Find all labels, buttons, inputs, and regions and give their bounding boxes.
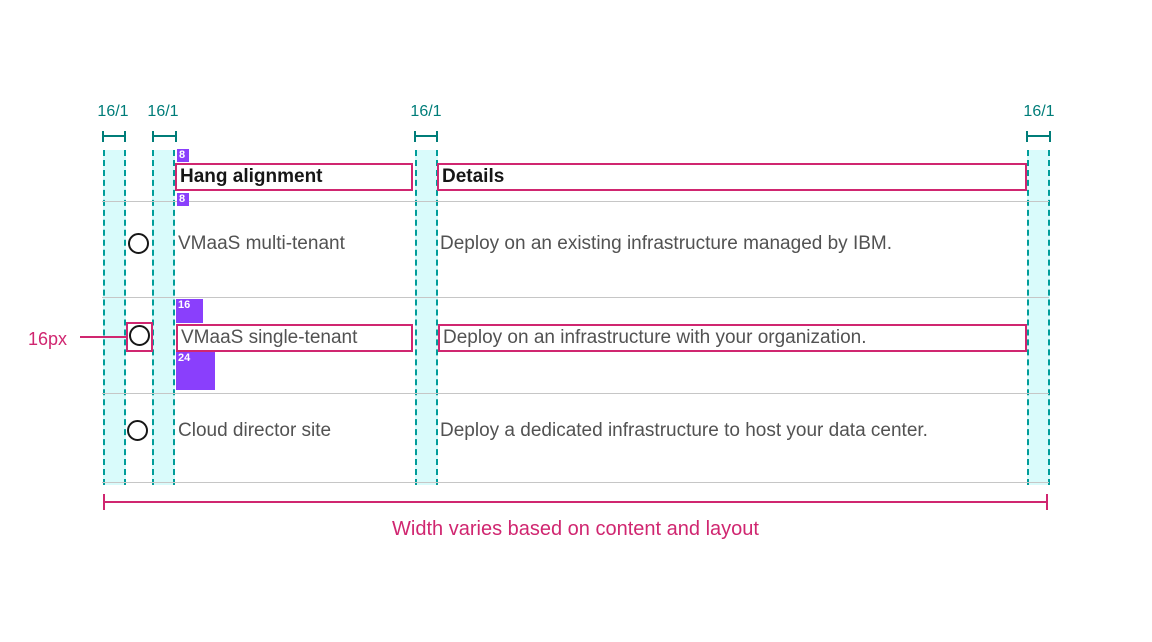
spacing-tag-8-bottom: 8 (177, 193, 189, 206)
radio-size-callout-line (80, 336, 126, 338)
radio-button-row-3[interactable] (127, 420, 148, 441)
header-highlight-box-details: Details (437, 163, 1027, 191)
row-divider-2 (102, 297, 1049, 298)
radio-size-label: 16px (28, 329, 68, 349)
width-bracket-icon-2 (152, 131, 177, 142)
gutter-width-label-1: 16/1 (97, 103, 129, 120)
width-measure-line (103, 501, 1048, 503)
row-detail: Deploy on an infrastructure with your or… (443, 327, 867, 348)
row-label: VMaaS single-tenant (181, 327, 358, 348)
grid-gutter-column-1 (103, 150, 126, 485)
spacing-tag-8-top: 8 (177, 149, 189, 162)
column-header-details: Details (442, 166, 505, 187)
row-label: Cloud director site (178, 420, 332, 441)
width-bracket-icon-3 (414, 131, 438, 142)
header-highlight-box-hang-alignment: Hang alignment (175, 163, 413, 191)
width-caption: Width varies based on content and layout (392, 518, 759, 540)
row-label: VMaaS multi-tenant (178, 233, 345, 254)
width-bracket-icon-1 (102, 131, 126, 142)
radio-button-row-1[interactable] (128, 233, 149, 254)
grid-gutter-column-2 (152, 150, 175, 485)
row-divider-1 (102, 201, 1049, 202)
row-detail: Deploy on an existing infrastructure man… (440, 233, 893, 254)
width-bracket-icon-4 (1026, 131, 1051, 142)
gutter-width-label-4: 16/1 (1023, 103, 1055, 120)
width-measure-tick-left (103, 494, 105, 510)
column-header-hang-alignment: Hang alignment (180, 166, 323, 187)
row-label-highlight-box: VMaaS single-tenant (176, 324, 413, 352)
grid-gutter-column-4 (1027, 150, 1050, 485)
radio-highlight-box (126, 322, 153, 352)
row-divider-3 (102, 393, 1049, 394)
spacing-tag-24: 24 (176, 352, 215, 390)
gutter-width-label-3: 16/1 (410, 103, 442, 120)
gutter-width-label-2: 16/1 (147, 103, 179, 120)
row-detail: Deploy a dedicated infrastructure to hos… (440, 420, 928, 441)
row-divider-4 (102, 482, 1049, 483)
row-detail-highlight-box: Deploy on an infrastructure with your or… (438, 324, 1027, 352)
spacing-tag-16: 16 (176, 299, 203, 323)
width-measure-tick-right (1046, 494, 1048, 510)
radio-button-row-2[interactable] (129, 325, 150, 346)
grid-gutter-column-3 (415, 150, 438, 485)
